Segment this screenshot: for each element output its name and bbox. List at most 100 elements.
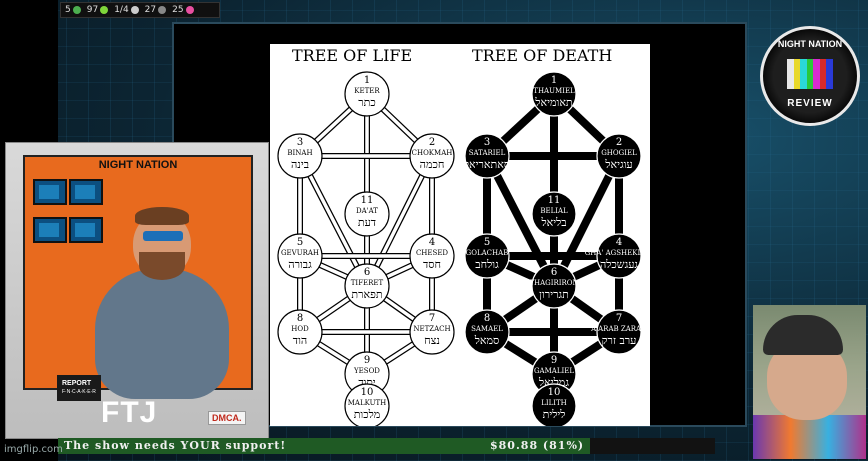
life-node-label: גבורה — [288, 258, 312, 271]
life-node-label: NETZACH — [413, 325, 450, 333]
death-sephira-node — [596, 133, 642, 179]
night-nation-review-badge: NIGHT NATION REVIEW — [760, 26, 860, 126]
life-node-label: חכמה — [420, 158, 445, 171]
life-node-label: 11 — [361, 195, 374, 206]
death-node-label: LILITH — [541, 399, 567, 407]
monitor-icon — [69, 217, 103, 243]
death-node-label: GHOGIEL — [601, 149, 637, 157]
report-label: REPORT — [62, 380, 92, 387]
tree-of-life-title: TREE OF LIFE — [292, 46, 413, 65]
death-sephira-node — [464, 133, 510, 179]
death-node-label: לילית — [543, 408, 566, 421]
stream-stats-bar: 5 97 1/4 27 25 — [60, 2, 220, 18]
death-node-label: עוגיאל — [604, 158, 632, 171]
stat-value: 27 — [144, 5, 157, 15]
life-sephira-node — [344, 71, 390, 117]
death-node-label: SAMAEL — [471, 325, 503, 333]
death-path — [483, 154, 558, 288]
life-node-label: HOD — [291, 325, 309, 333]
death-node-label: 6 — [551, 267, 557, 278]
life-node-label: MALKUTH — [348, 399, 387, 407]
death-sephira-node — [596, 309, 642, 355]
life-node-label: 8 — [297, 313, 303, 324]
death-node-label: גולחב — [475, 258, 499, 271]
life-path — [298, 155, 369, 287]
death-node-label: בליאל — [540, 216, 566, 229]
life-sephira-node — [344, 263, 390, 309]
support-progress-fill — [58, 438, 591, 454]
webcam-cap — [763, 315, 843, 355]
death-node-label: GHA' AGSHEKLAH — [585, 249, 650, 257]
death-sephira-node — [531, 71, 577, 117]
stat-value: 5 — [65, 5, 71, 15]
death-path — [550, 154, 623, 288]
death-node-label: סמאל — [474, 334, 500, 347]
life-node-label: CHOKMAH — [412, 149, 453, 157]
life-sephira-node — [409, 133, 455, 179]
life-path — [365, 155, 434, 287]
death-node-label: SATARIEL — [469, 149, 506, 157]
life-node-label: YESOD — [353, 367, 380, 375]
death-node-label: A'ARAB ZARAQ — [590, 325, 647, 333]
life-sephira-node — [344, 191, 390, 237]
figure-box-header: NIGHT NATION — [98, 159, 178, 171]
death-node-label: 8 — [484, 313, 490, 324]
support-amount: $80.88 (81%) — [490, 439, 585, 452]
death-node-label: תגרירון — [539, 288, 569, 301]
life-node-label: DA'AT — [356, 207, 378, 215]
death-node-label: ערב זרק — [602, 334, 637, 347]
life-node-label: דעת — [358, 216, 376, 229]
life-node-label: KETER — [354, 87, 380, 95]
death-node-label: GOLACHAB — [466, 249, 509, 257]
trees-svg: 1KETERכתר2CHOKMAHחכמה3BINAHבינה11DA'ATדע… — [277, 71, 650, 426]
life-sephira-node — [409, 233, 455, 279]
death-node-label: BELIAL — [540, 207, 568, 215]
death-node-label: 9 — [551, 355, 557, 366]
chat-icon — [158, 6, 167, 14]
life-sephira-node — [277, 133, 323, 179]
star-icon — [185, 6, 194, 14]
life-node-label: בינה — [291, 158, 309, 171]
figure-box-inner: NIGHT NATION REPORT F·N·C·A·K·E·R — [23, 155, 253, 401]
webcam-feed — [753, 305, 866, 459]
death-node-label: תאומיאל — [534, 96, 572, 109]
death-node-label: געגשכלה — [600, 258, 638, 271]
report-accessory: REPORT F·N·C·A·K·E·R — [57, 375, 101, 401]
sunglasses-icon — [143, 231, 183, 241]
life-node-label: 4 — [429, 237, 435, 248]
ftj-logo: FTJ — [101, 396, 158, 429]
stat-value: 25 — [172, 5, 184, 15]
death-node-label: THAGIRIRON — [529, 279, 578, 287]
green-dot-icon — [72, 6, 81, 14]
life-sephira-node — [344, 383, 390, 426]
stat-item: 27 — [144, 5, 167, 15]
death-sephira-node — [531, 383, 577, 426]
death-sephira-node — [464, 233, 510, 279]
support-message: The show needs YOUR support! — [64, 439, 287, 452]
life-node-label: 3 — [297, 137, 303, 148]
badge-bottom-text: REVIEW — [787, 98, 833, 109]
webcam-shirt — [753, 415, 866, 459]
figure-beard — [139, 252, 185, 280]
death-sephira-node — [596, 233, 642, 279]
monitor-icon — [33, 217, 67, 243]
ticket-icon — [100, 6, 109, 14]
ftj-action-figure-box: NIGHT NATION REPORT F·N·C·A·K·E·R FTJ DM… — [5, 142, 269, 439]
stat-item: 97 — [86, 5, 109, 15]
life-sephira-node — [277, 309, 323, 355]
life-sephira-node — [409, 309, 455, 355]
death-sephira-node — [531, 263, 577, 309]
death-node-label: 5 — [484, 237, 490, 248]
tv-color-bars-icon — [787, 59, 834, 89]
death-node-label: THAUMIEL — [533, 87, 575, 95]
life-node-label: 10 — [361, 387, 374, 398]
figure-torso — [95, 269, 229, 399]
stat-item: 1/4 — [114, 5, 139, 15]
death-sephira-node — [464, 309, 510, 355]
life-node-label: 1 — [364, 75, 370, 86]
stat-value: 97 — [86, 5, 99, 15]
death-node-label: סאתאריאל — [463, 158, 510, 171]
life-node-label: חסד — [423, 258, 441, 271]
dmca-badge: DMCA. — [208, 411, 246, 425]
